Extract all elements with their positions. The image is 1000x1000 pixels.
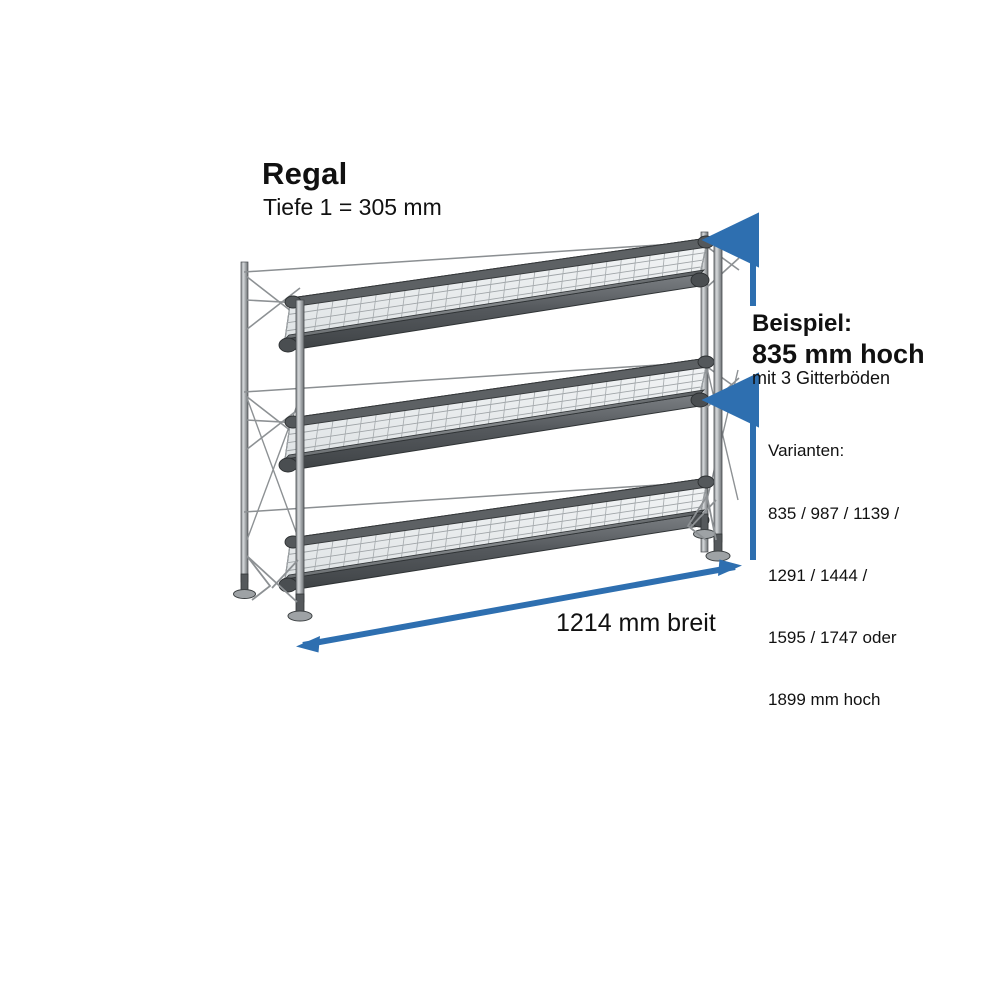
dimension-annotations — [296, 212, 759, 653]
page-title: Regal — [262, 156, 348, 191]
variants-line: 1595 / 1747 oder — [768, 628, 897, 648]
example-height-value: 835 mm hoch — [752, 339, 925, 369]
bottom-support-struts — [246, 495, 717, 603]
depth-subtitle: Tiefe 1 = 305 mm — [263, 194, 442, 220]
example-shelf-count-note: mit 3 Gitterböden — [752, 368, 891, 388]
variants-line: 1291 / 1444 / — [768, 565, 868, 585]
variants-line: 835 / 987 / 1139 / — [768, 503, 900, 523]
adjustable-feet — [233, 513, 731, 622]
example-label: Beispiel: — [752, 310, 853, 337]
variants-line: 1899 mm hoch — [768, 690, 881, 710]
shelf-level-2 — [278, 355, 720, 473]
shelving-rack-illustration — [233, 231, 740, 622]
shelf-level-3 — [278, 475, 720, 593]
shelf-level-1 — [278, 235, 720, 353]
height-variants-block: Varianten: 835 / 987 / 1139 / 1291 / 144… — [768, 400, 899, 732]
width-dimension-label: 1214 mm breit — [556, 609, 716, 637]
variants-label: Varianten: — [768, 441, 845, 461]
width-dimension-arrow — [296, 559, 742, 653]
right-side-frame — [705, 245, 740, 501]
